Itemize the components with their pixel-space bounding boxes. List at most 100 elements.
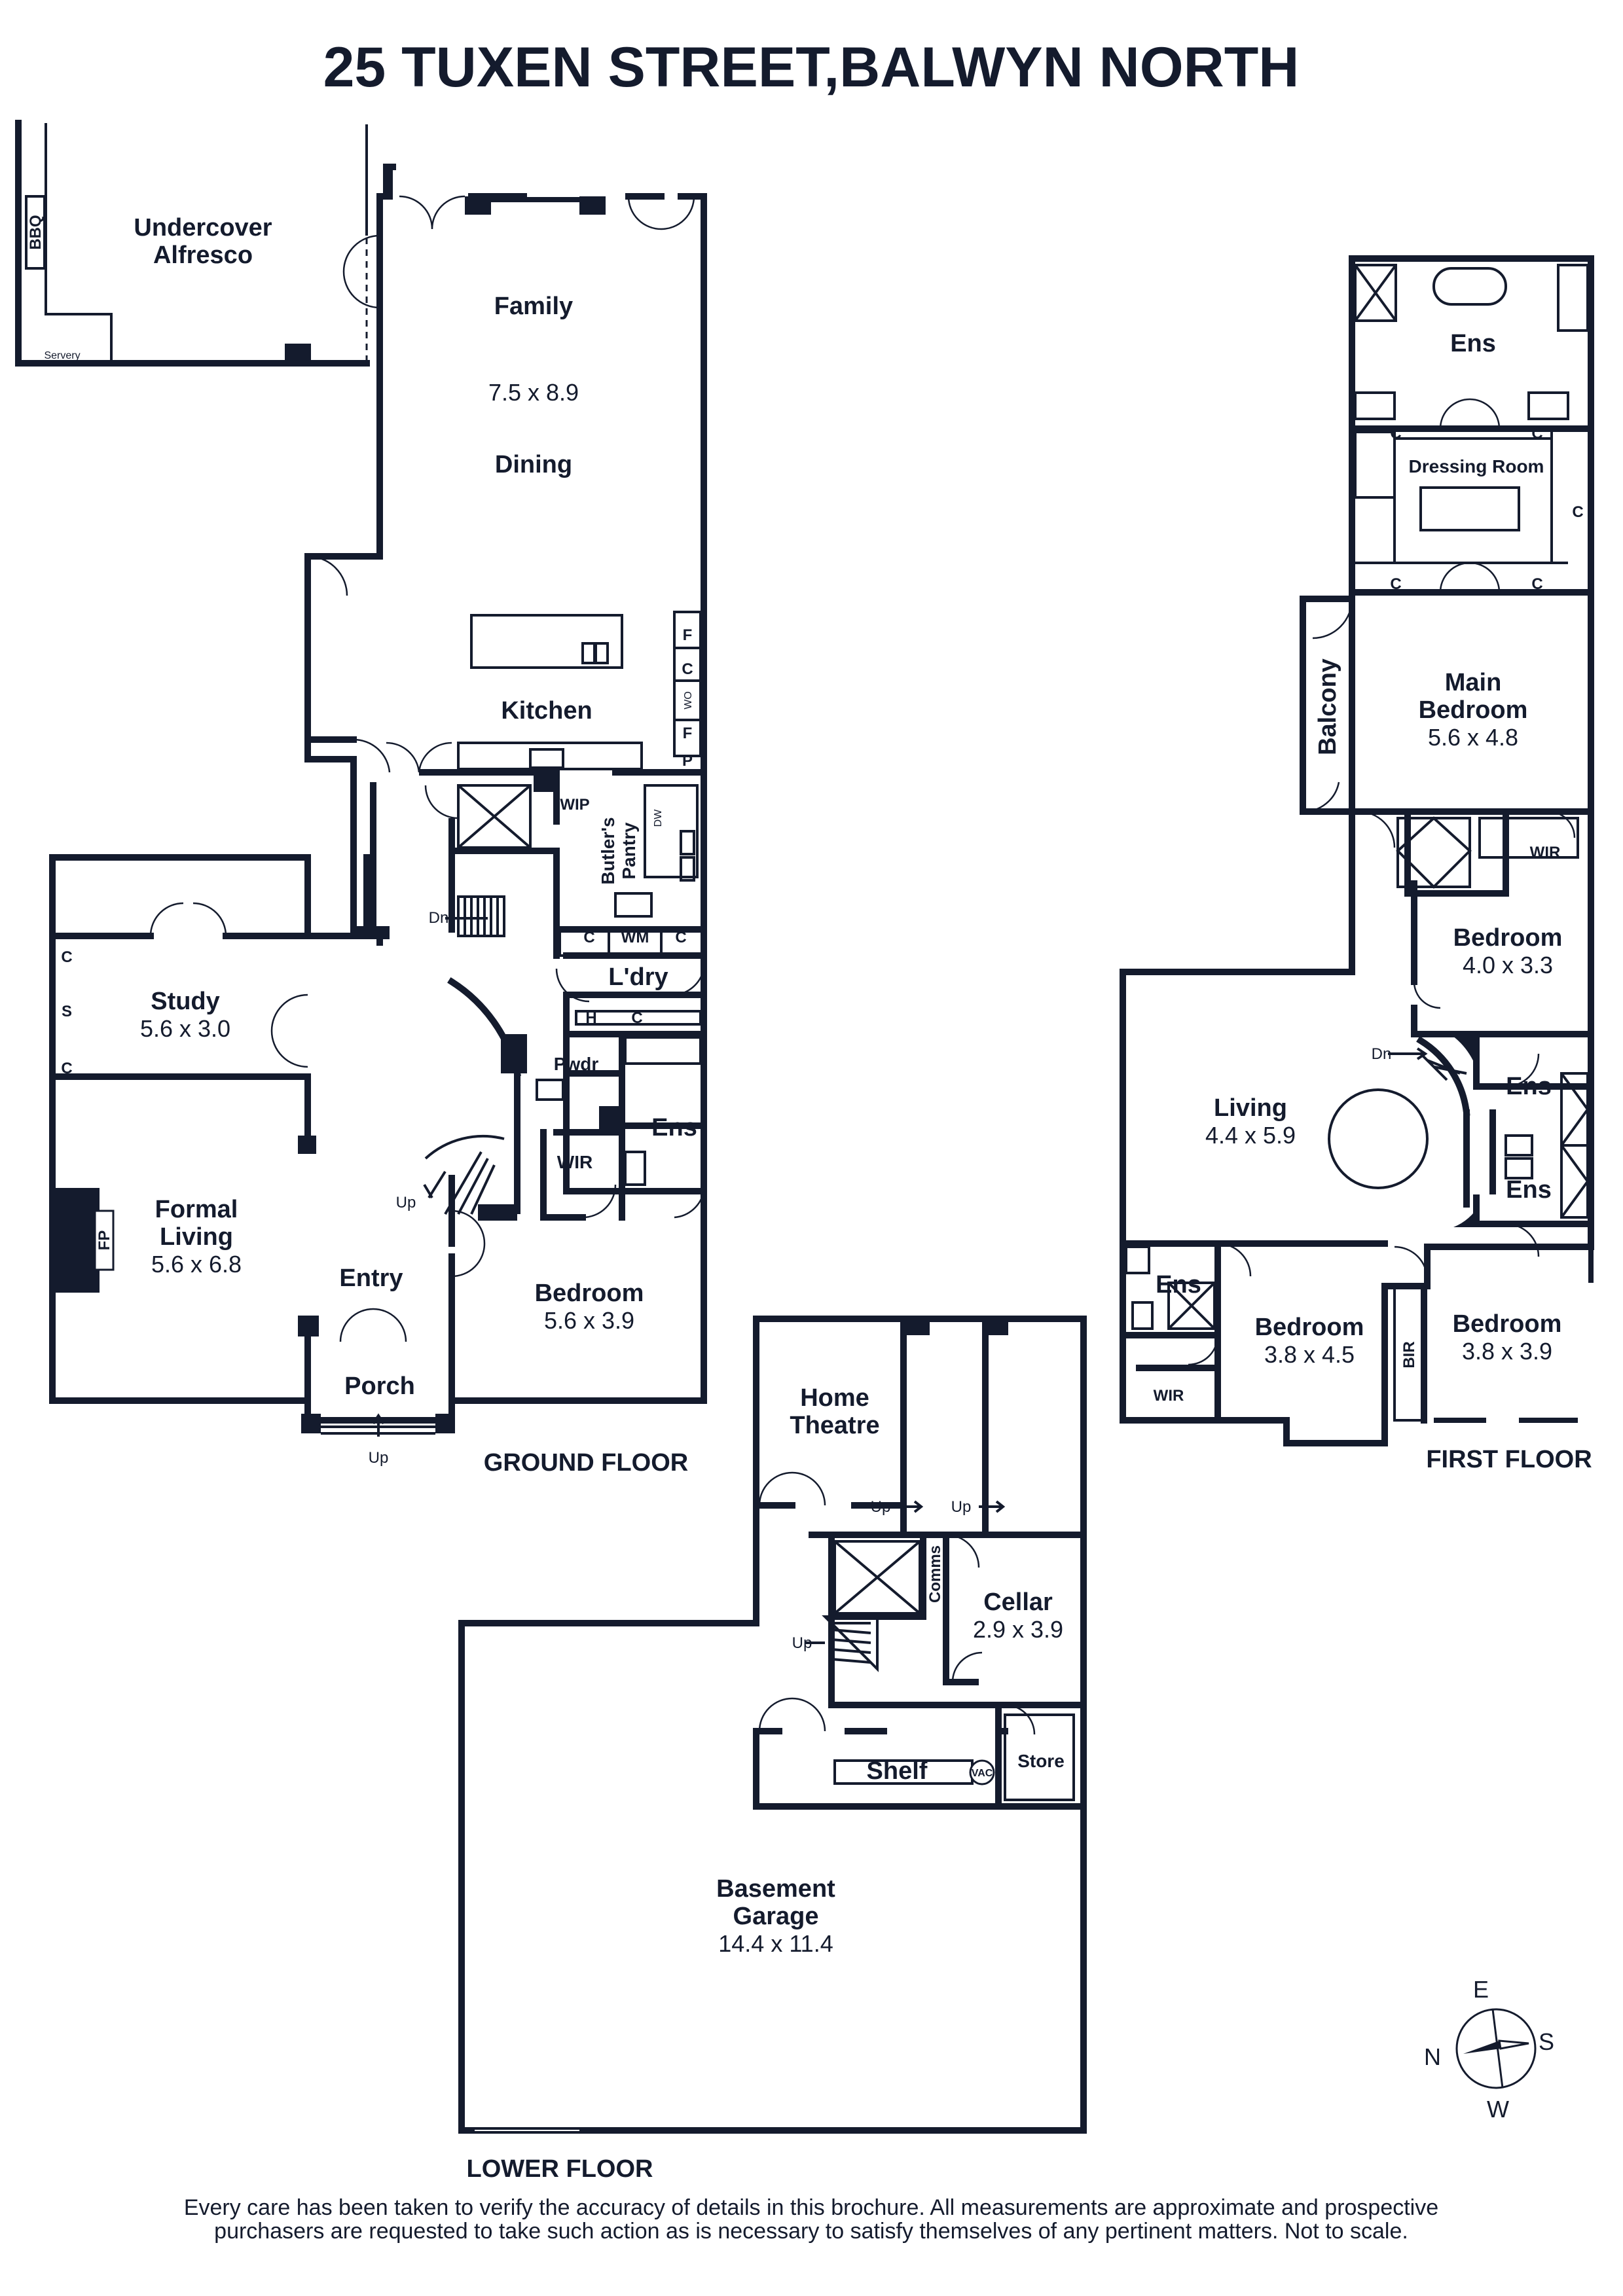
ground-floor-title: GROUND FLOOR: [484, 1449, 688, 1477]
garage-label-2: Garage: [733, 1903, 819, 1930]
cellar-dimensions: 2.9 x 3.9: [973, 1616, 1063, 1643]
study-label: Study: [151, 988, 220, 1015]
alfresco-label-line2: Alfresco: [153, 242, 253, 269]
bedroom-3-label: Bedroom: [1255, 1314, 1364, 1341]
pantry-label: P: [682, 752, 693, 770]
dressing-cupboard-5: C: [1531, 575, 1542, 593]
main-bedroom-label-1: Main: [1445, 669, 1502, 696]
washing-machine-label: WM: [621, 929, 649, 946]
wir-first-2-label: WIR: [1154, 1387, 1184, 1405]
wip-label: WIP: [560, 796, 589, 814]
bedroom-4-label: Bedroom: [1453, 1310, 1562, 1338]
dining-label: Dining: [495, 451, 572, 478]
wir-ground-label: WIR: [557, 1152, 593, 1172]
bir-label: BIR: [1400, 1341, 1418, 1368]
hall-h-label: H: [585, 1009, 596, 1027]
ground-floor-outline: [49, 164, 707, 1417]
fireplace-label: FP: [96, 1230, 113, 1251]
alfresco-label-line1: Undercover: [134, 214, 272, 242]
dishwasher-label: DW: [653, 809, 664, 827]
bedroom-2-dimensions: 4.0 x 3.3: [1463, 952, 1553, 978]
comms-label: Comms: [926, 1545, 944, 1603]
bedroom-2-label: Bedroom: [1453, 924, 1563, 952]
compass: N E S W: [1424, 1976, 1554, 2123]
fridge-label-2: F: [683, 725, 693, 742]
store-label: Store: [1017, 1751, 1065, 1771]
ensuite-a-label: Ens: [1506, 1073, 1552, 1100]
butlers-pantry-label-1: Butler's: [598, 817, 618, 884]
compass-w: W: [1487, 2096, 1509, 2123]
dressing-cupboard-3: C: [1572, 503, 1583, 521]
wir-first-label: WIR: [1530, 844, 1561, 861]
up-label-1: Up: [871, 1498, 891, 1516]
entry-label: Entry: [339, 1265, 403, 1292]
main-bedroom-label-2: Bedroom: [1419, 696, 1528, 724]
study-dimensions: 5.6 x 3.0: [140, 1015, 230, 1042]
cupboard-label-kitchen: C: [682, 660, 693, 678]
alfresco-area: [15, 120, 370, 367]
garage-dimensions: 14.4 x 11.4: [718, 1930, 833, 1957]
lower-floor-labels: Home Theatre Up Up Comms Cellar 2.9 x 3.…: [716, 1384, 1065, 1957]
garage-label-1: Basement: [716, 1875, 835, 1903]
laundry-label: L'dry: [608, 963, 668, 991]
kitchen-label: Kitchen: [501, 697, 592, 725]
lower-floor-title: LOWER FLOOR: [467, 2155, 653, 2183]
page-title: 25 TUXEN STREET,BALWYN NORTH: [323, 36, 1300, 99]
main-ensuite-label: Ens: [1450, 330, 1496, 357]
family-dimensions: 7.5 x 8.9: [488, 379, 579, 406]
lower-stairs-up-label: Up: [792, 1634, 812, 1652]
ensuite-c-label: Ens: [1156, 1271, 1201, 1299]
fridge-label-1: F: [683, 626, 693, 644]
balcony-label: Balcony: [1314, 658, 1341, 755]
dressing-cupboard-4: C: [1390, 575, 1401, 593]
bedroom-ground-dimensions: 5.6 x 3.9: [544, 1307, 634, 1334]
compass-s: S: [1539, 2028, 1554, 2055]
laundry-cupboard-2: C: [675, 929, 686, 946]
living-dimensions: 4.4 x 5.9: [1205, 1122, 1296, 1149]
dressing-cupboard-1: C: [1390, 425, 1401, 442]
dressing-room-label: Dressing Room: [1409, 456, 1544, 476]
main-bedroom-dimensions: 5.6 x 4.8: [1428, 724, 1518, 751]
bedroom-ground-label: Bedroom: [535, 1280, 644, 1307]
disclaimer-line-2: purchasers are requested to take such ac…: [214, 2219, 1408, 2244]
ground-floor-labels: Undercover Alfresco BBQ Servery Family 7…: [27, 214, 697, 1467]
ensuite-ground-label: Ens: [651, 1114, 697, 1141]
up-label-2: Up: [951, 1498, 972, 1516]
shelf-label: Shelf: [867, 1757, 928, 1785]
formal-living-dimensions: 5.6 x 6.8: [151, 1251, 242, 1278]
bbq-label: BBQ: [27, 215, 45, 249]
study-shelf-label: S: [62, 1003, 72, 1020]
dressing-cupboard-2: C: [1531, 425, 1542, 442]
bedroom-3-dimensions: 3.8 x 4.5: [1264, 1341, 1355, 1368]
stairs-up-label: Up: [396, 1194, 416, 1211]
powder-room-label: Pwdr: [554, 1054, 599, 1074]
living-label: Living: [1214, 1094, 1287, 1122]
laundry-cupboard-1: C: [583, 929, 594, 946]
butlers-pantry-label-2: Pantry: [619, 822, 639, 880]
first-floor-title: FIRST FLOOR: [1426, 1446, 1592, 1473]
stairs-down-label: Dn: [429, 909, 449, 927]
formal-living-label-2: Living: [160, 1223, 233, 1251]
first-floor-plan: [1120, 255, 1594, 1446]
formal-living-label-1: Formal: [155, 1196, 238, 1223]
porch-up-label: Up: [369, 1449, 389, 1467]
compass-e: E: [1473, 1976, 1489, 2003]
porch-label: Porch: [344, 1372, 415, 1400]
ground-floor-plan: [15, 120, 707, 1437]
home-theatre-label-1: Home: [800, 1384, 869, 1412]
stairs-down-first-label: Dn: [1372, 1045, 1392, 1063]
bedroom-4-dimensions: 3.8 x 3.9: [1462, 1338, 1552, 1365]
family-label: Family: [494, 293, 573, 320]
lower-floor-plan: [458, 1316, 1087, 2134]
study-cupboard-2: C: [61, 1060, 72, 1077]
ensuite-b-label: Ens: [1506, 1176, 1552, 1204]
compass-n: N: [1424, 2043, 1441, 2070]
disclaimer-line-1: Every care has been taken to verify the …: [184, 2195, 1438, 2220]
cellar-label: Cellar: [983, 1588, 1053, 1616]
hall-cupboard-label: C: [631, 1009, 642, 1027]
first-floor-labels: Ens Dressing Room C C C C C Balcony Main…: [1154, 330, 1584, 1405]
home-theatre-label-2: Theatre: [790, 1412, 879, 1439]
study-cupboard-1: C: [61, 948, 72, 966]
wall-oven-label: WO: [683, 691, 694, 709]
